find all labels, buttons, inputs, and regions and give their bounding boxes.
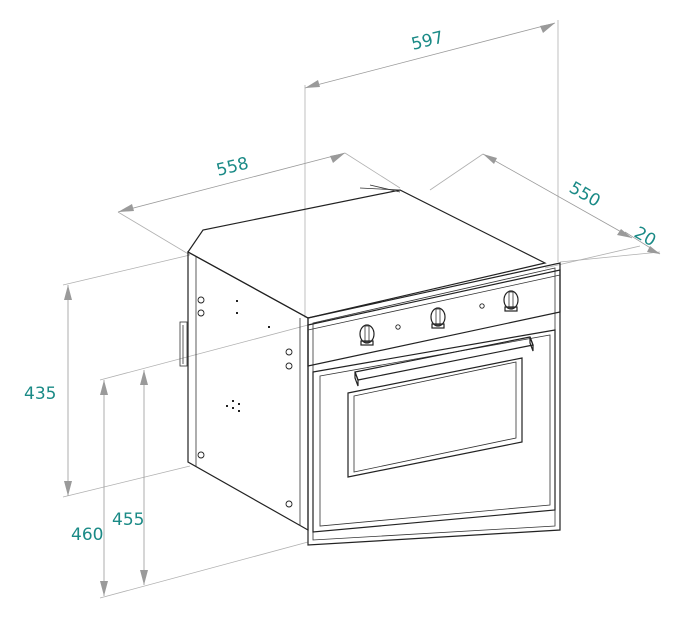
dim-height-cutout-label: 455 xyxy=(112,510,144,530)
knob-right-icon xyxy=(503,290,519,312)
knob-center-icon xyxy=(430,307,446,329)
side-mounting-holes xyxy=(197,296,293,508)
dim-width-label: 597 xyxy=(409,28,445,55)
control-knobs xyxy=(359,290,519,346)
dimension-labels: 597 558 550 20 435 460 455 xyxy=(24,28,659,545)
oven-body xyxy=(179,184,561,546)
dim-depth-side-label: 550 xyxy=(566,178,604,212)
dimension-lines xyxy=(62,20,661,599)
dim-height-body-label: 435 xyxy=(24,384,56,404)
dim-depth-top-label: 558 xyxy=(214,154,250,181)
dim-height-total-label: 460 xyxy=(71,525,103,545)
oven-door xyxy=(312,329,556,533)
door-handle-icon xyxy=(354,336,534,387)
knob-left-icon xyxy=(359,324,375,346)
